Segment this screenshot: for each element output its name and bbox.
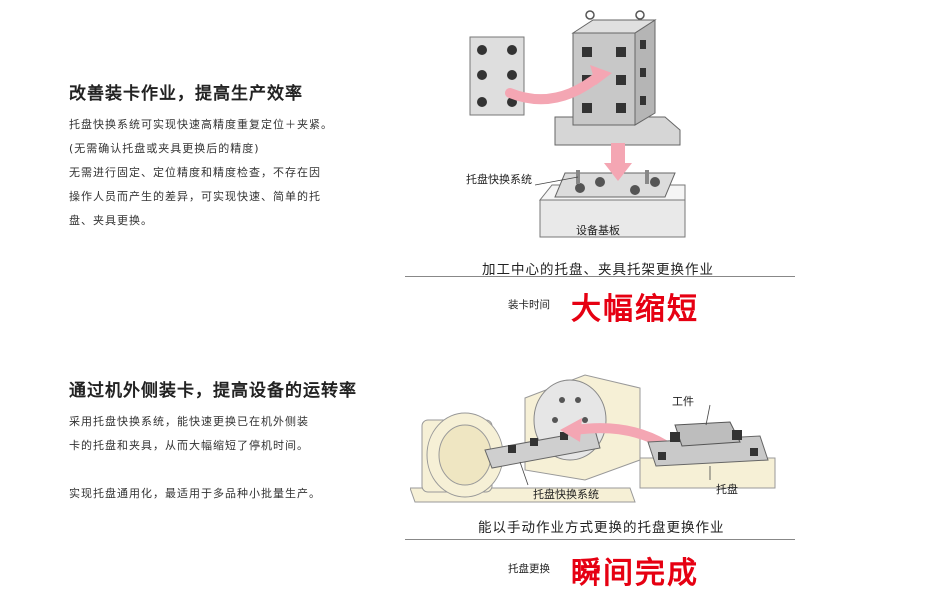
section2-line: 卡的托盘和夹具，从而大幅缩短了停机时间。 bbox=[69, 439, 309, 452]
section1-line: 托盘快换系统可实现快速高精度重复定位＋夹紧。 bbox=[69, 118, 333, 131]
section1-heading: 改善装卡作业，提高生产效率 bbox=[69, 84, 303, 104]
section1-line: 盘、夹具更换。 bbox=[69, 214, 153, 227]
section2-line: 采用托盘快换系统，能快速更换已在机外侧装 bbox=[69, 415, 309, 428]
label-pallet: 托盘 bbox=[716, 483, 738, 496]
section1-line: (无需确认托盘或夹具更换后的精度) bbox=[69, 142, 260, 155]
label-pallet-system-1: 托盘快换系统 bbox=[466, 173, 532, 186]
section2-caption: 能以手动作业方式更换的托盘更换作业 bbox=[478, 520, 725, 536]
section1-caption: 加工中心的托盘、夹具托架更换作业 bbox=[482, 262, 714, 278]
section2-heading: 通过机外侧装卡，提高设备的运转率 bbox=[69, 381, 357, 401]
section1-line: 无需进行固定、定位精度和精度检查，不存在因 bbox=[69, 166, 321, 179]
label-equipment-base: 设备基板 bbox=[576, 224, 620, 237]
section2-metric-label: 托盘更换 bbox=[508, 563, 550, 575]
machining-center-diagram bbox=[469, 10, 686, 238]
external-setup-diagram bbox=[410, 374, 776, 503]
section2-metric-value: 瞬间完成 bbox=[571, 556, 699, 591]
section1-line: 操作人员而产生的差异，可实现快速、简单的托 bbox=[69, 190, 321, 203]
section2-line bbox=[69, 458, 321, 482]
section1-body: 托盘快换系统可实现快速高精度重复定位＋夹紧。 (无需确认托盘或夹具更换后的精度)… bbox=[69, 113, 333, 233]
section1-divider bbox=[405, 276, 795, 277]
section2-body: 采用托盘快换系统，能快速更换已在机外侧装 卡的托盘和夹具，从而大幅缩短了停机时间… bbox=[69, 410, 321, 506]
section2-divider bbox=[405, 539, 795, 540]
section1-metric-label: 装卡时间 bbox=[508, 299, 550, 311]
section1-metric-value: 大幅缩短 bbox=[571, 292, 699, 327]
label-workpiece: 工件 bbox=[672, 395, 694, 408]
label-pallet-system-2: 托盘快换系统 bbox=[533, 488, 599, 501]
section2-line: 实现托盘通用化，最适用于多品种小批量生产。 bbox=[69, 487, 321, 500]
